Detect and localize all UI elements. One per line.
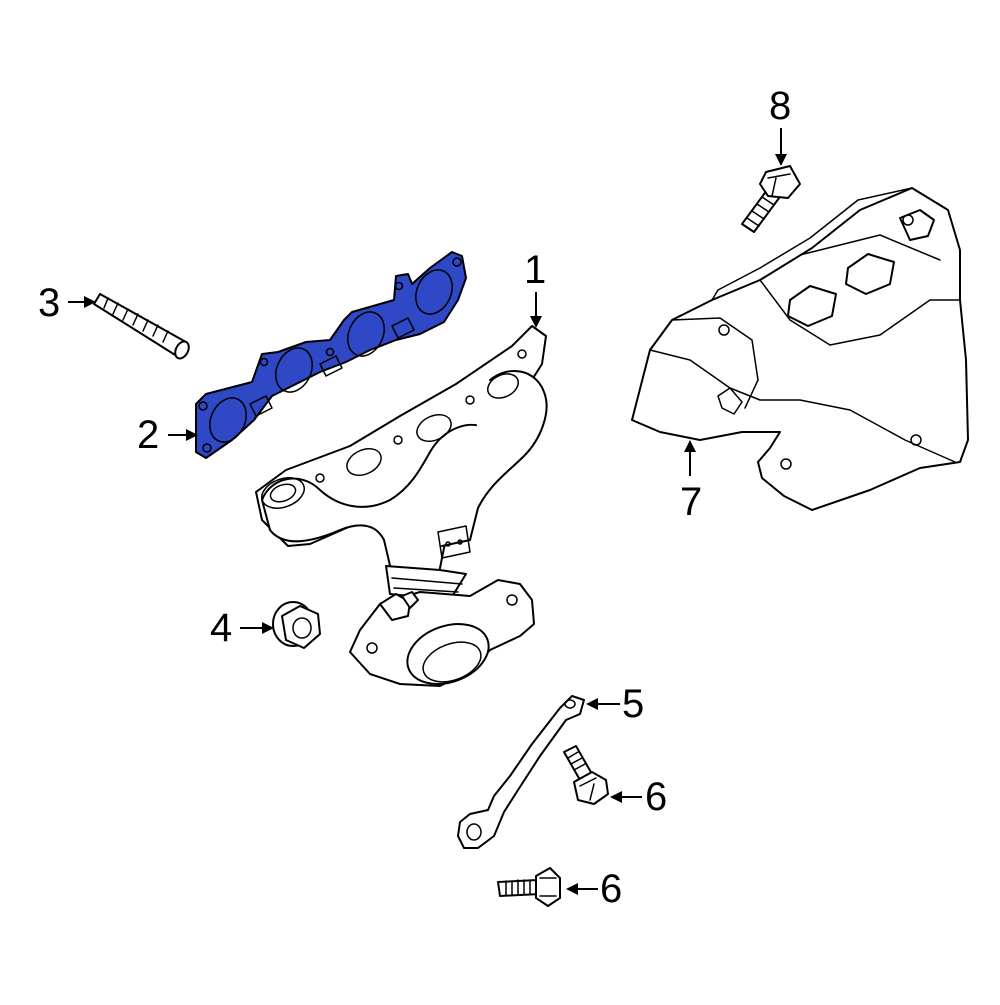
callout-1: 1: [524, 248, 547, 292]
bracket-5: [457, 695, 585, 849]
callout-8: 8: [769, 84, 792, 128]
callout-4: 4: [210, 606, 233, 650]
bolt-6-lower: [497, 867, 561, 907]
manifold-gasket-2: [195, 251, 467, 459]
bolt-8: [741, 165, 801, 233]
heat-shield-7: [631, 187, 969, 511]
nut-4: [272, 601, 321, 649]
callout-5: 5: [622, 682, 645, 726]
callout-2: 2: [137, 413, 160, 457]
callout-3: 3: [38, 281, 61, 325]
bolt-6-upper: [563, 745, 609, 805]
leader-lines: [68, 128, 787, 895]
callout-6-lower: 6: [600, 867, 623, 911]
callout-7: 7: [680, 480, 703, 524]
callout-6-upper: 6: [645, 775, 668, 819]
exhaust-manifold-1: [255, 325, 548, 687]
stud-3: [93, 293, 190, 360]
